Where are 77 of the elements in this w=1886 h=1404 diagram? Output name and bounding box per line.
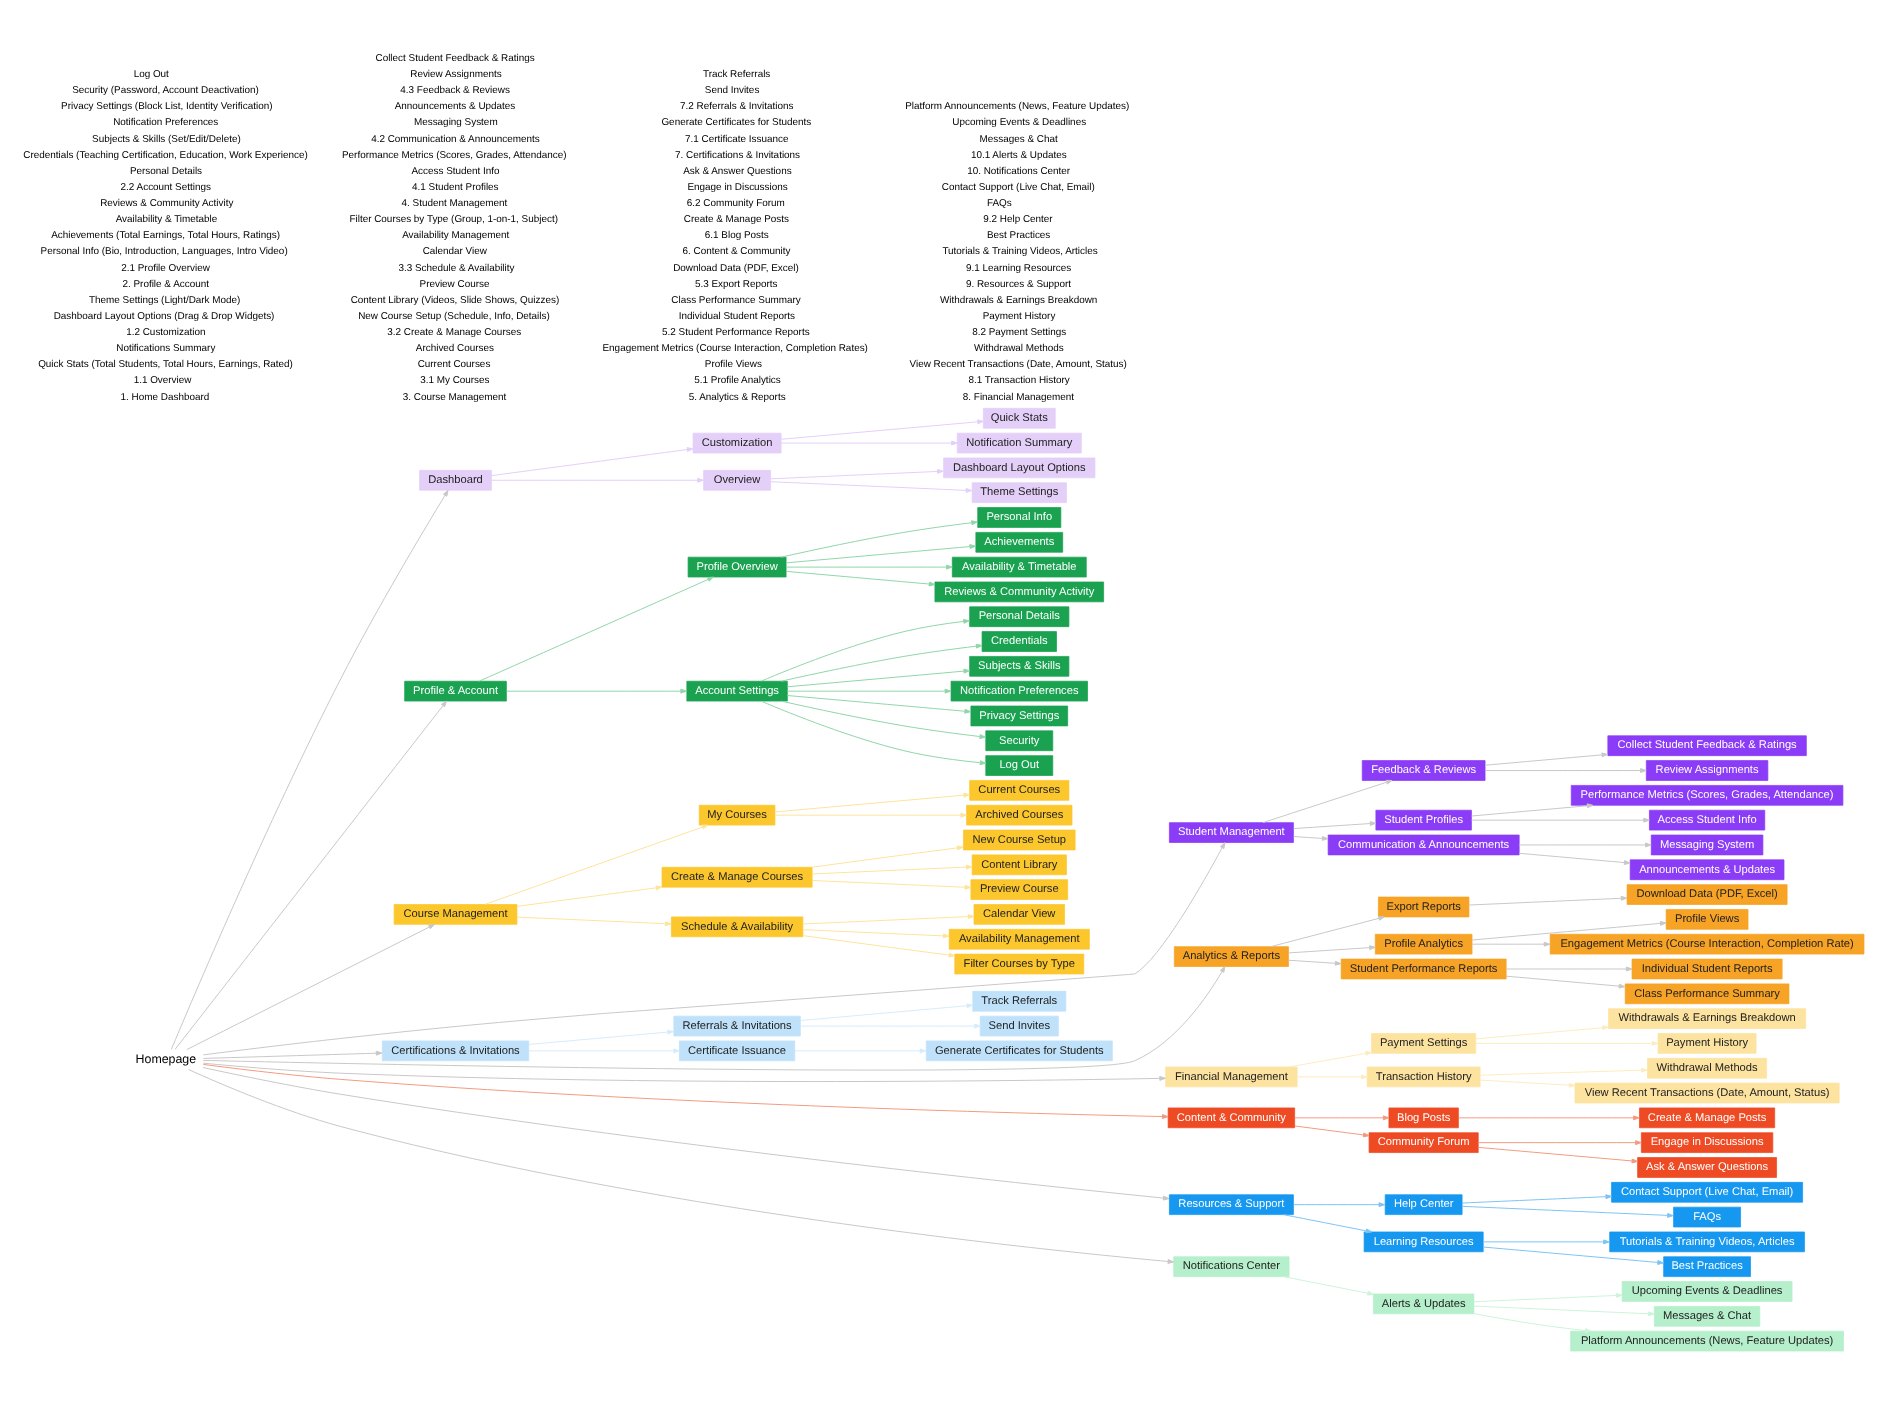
arrow <box>506 688 687 694</box>
arrow <box>1473 1305 1655 1317</box>
arrow <box>1283 1214 1373 1234</box>
arrow <box>802 929 950 939</box>
arrow <box>1288 1050 1372 1068</box>
arrow <box>786 695 971 714</box>
arrow <box>1471 803 1594 817</box>
arrow <box>1471 817 1650 823</box>
arrow <box>516 916 672 927</box>
arrow <box>780 520 978 558</box>
arrow <box>1294 1115 1390 1121</box>
arrow <box>1477 1140 1642 1146</box>
arrow <box>1479 1067 1648 1076</box>
arrow <box>1288 945 1376 954</box>
arrow <box>774 812 967 818</box>
arrow <box>1475 1025 1609 1040</box>
arrow <box>1505 975 1626 989</box>
arrow <box>1479 1079 1576 1088</box>
arrow <box>202 1062 1166 1083</box>
arrow <box>786 668 971 688</box>
arrow <box>770 481 973 493</box>
arrow <box>203 1050 383 1059</box>
arrow <box>1293 835 1329 841</box>
arrow <box>785 544 976 564</box>
arrow <box>770 469 944 480</box>
arrow <box>1262 779 1393 824</box>
arrow <box>528 1029 674 1045</box>
arrow <box>202 1063 1169 1119</box>
arrow <box>1461 1205 1674 1218</box>
arrow <box>1471 941 1551 947</box>
arrow <box>774 792 970 813</box>
arrow <box>811 880 972 890</box>
arrow <box>1293 821 1377 830</box>
arrow <box>1461 1194 1612 1204</box>
arrow <box>174 700 447 1050</box>
arrow <box>780 643 983 682</box>
arrow <box>478 576 714 682</box>
arrow <box>202 966 1226 1071</box>
arrow <box>785 570 936 587</box>
arrow <box>780 419 984 440</box>
arrow <box>1475 1040 1659 1046</box>
arrow <box>1270 915 1385 948</box>
arrow <box>1296 1074 1368 1080</box>
arrow <box>186 923 435 1051</box>
arrow <box>1293 1202 1386 1208</box>
arrow <box>1482 1239 1610 1245</box>
arrow <box>1468 895 1628 906</box>
arrow <box>1473 1293 1623 1303</box>
arrow <box>1484 768 1647 773</box>
arrow <box>202 1067 1170 1201</box>
arrow <box>1482 1246 1664 1265</box>
arrow <box>799 1003 974 1022</box>
arrow <box>1471 920 1667 941</box>
arrow <box>1518 852 1631 865</box>
arrow <box>802 914 975 925</box>
arrow <box>1484 752 1609 766</box>
arrow <box>1477 1146 1639 1164</box>
arrow <box>760 700 987 766</box>
arrow <box>202 842 1226 1056</box>
arrow <box>1283 1276 1374 1296</box>
arrow <box>780 700 986 739</box>
arrow <box>811 864 973 875</box>
arrow <box>811 845 964 868</box>
arrow <box>1288 959 1342 966</box>
arrow <box>170 489 449 1050</box>
arrow <box>491 447 694 477</box>
arrow <box>1458 1115 1640 1121</box>
arrow <box>760 618 970 682</box>
arrow <box>491 477 704 483</box>
arrow <box>802 935 956 958</box>
arrow <box>188 1069 1175 1264</box>
arrow <box>516 885 663 907</box>
arrow <box>1473 1313 1592 1333</box>
arrow <box>786 688 952 694</box>
arrow <box>484 824 709 905</box>
arrow <box>1294 1125 1370 1138</box>
arrow <box>785 564 953 570</box>
